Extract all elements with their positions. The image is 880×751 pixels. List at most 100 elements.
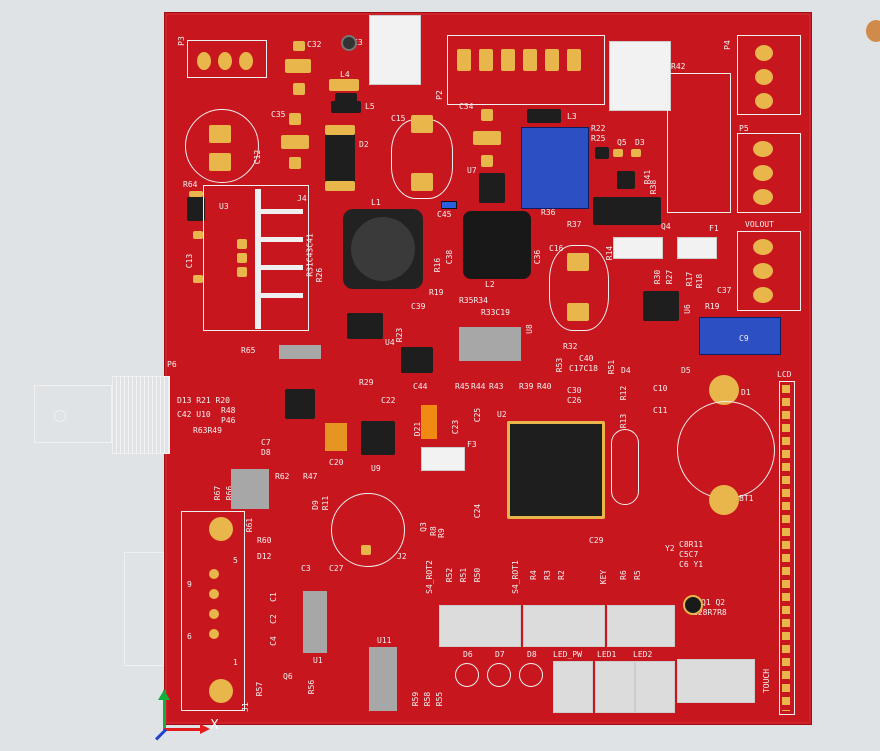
label-l5: L5 xyxy=(365,102,375,111)
diode-d2[interactable] xyxy=(325,131,355,185)
ic-u8[interactable] xyxy=(459,327,521,361)
ic-u6[interactable] xyxy=(643,291,679,321)
label-bt1: BT1 xyxy=(739,494,754,503)
bnc-body[interactable] xyxy=(34,385,112,443)
label-r37: R37 xyxy=(567,220,582,229)
capacitor-d21[interactable] xyxy=(421,405,437,439)
label-volout: VOLOUT xyxy=(745,220,774,229)
pcb-board[interactable]: P3 C32 C3 L4 L5 P2 R42 P4 C12 C35 D2 C15… xyxy=(164,12,812,725)
connector-volout[interactable] xyxy=(737,231,801,311)
label-q6: Q6 xyxy=(283,672,293,681)
label-r19: R19 xyxy=(429,288,444,297)
led-2[interactable] xyxy=(635,661,675,713)
label-u7: U7 xyxy=(467,166,477,175)
connector-lcd[interactable] xyxy=(779,381,795,715)
connector-j1[interactable] xyxy=(181,511,245,711)
led-d8[interactable] xyxy=(519,663,543,687)
label-r31c43c41: R31C43C41 xyxy=(305,233,315,277)
label-c42u10: C42 U10 xyxy=(177,410,211,419)
label-r47: R47 xyxy=(303,472,318,481)
label-j2: J2 xyxy=(397,552,407,561)
label-r4: R4 xyxy=(528,570,538,580)
switch-key[interactable] xyxy=(607,605,675,647)
fuse-f1[interactable] xyxy=(677,237,717,259)
ic-u4[interactable] xyxy=(347,313,383,339)
label-ledpw: LED_PW xyxy=(553,650,582,659)
touch-pad[interactable] xyxy=(677,659,755,703)
label-r39: R39 xyxy=(519,382,534,391)
connector-j4[interactable] xyxy=(203,185,309,331)
connector-c3[interactable] xyxy=(369,15,421,85)
ic-u5[interactable] xyxy=(285,389,315,419)
label-r67: R67 xyxy=(213,485,223,501)
potentiometer-c9[interactable] xyxy=(699,317,781,355)
label-d1: D1 xyxy=(741,388,751,397)
label-r61: R61 xyxy=(245,517,255,533)
label-c35: C35 xyxy=(271,110,286,119)
label-r36: R36 xyxy=(541,208,556,217)
potentiometer-r36[interactable] xyxy=(521,127,589,209)
capacitor-c20[interactable] xyxy=(325,423,347,451)
label-u4: U4 xyxy=(385,338,395,347)
connector-p3[interactable] xyxy=(187,40,267,78)
label-u2: U2 xyxy=(497,410,507,419)
label-d2: D2 xyxy=(359,140,369,149)
axis-x-label: X xyxy=(210,718,219,733)
label-n6: 6 xyxy=(187,632,192,641)
label-r18: R18 xyxy=(695,273,705,289)
label-d6: D6 xyxy=(463,650,473,659)
regulator-u9[interactable] xyxy=(361,421,395,455)
label-p4: P4 xyxy=(722,40,732,50)
ic-u1[interactable] xyxy=(303,591,327,653)
connector-r42[interactable] xyxy=(609,41,671,111)
led-pw[interactable] xyxy=(553,661,593,713)
label-c11: C11 xyxy=(653,406,668,415)
buzzer-j2[interactable] xyxy=(331,493,405,567)
label-c32: C32 xyxy=(307,40,322,49)
led-1[interactable] xyxy=(595,661,635,713)
battery-pad-d1 xyxy=(709,375,739,405)
label-s4rot2: S4_ROT2 xyxy=(424,560,434,594)
label-r35r34: R35R34 xyxy=(459,296,488,305)
label-q1q2: Q1 Q2 xyxy=(701,598,726,607)
label-r22: R22 xyxy=(591,124,606,133)
label-u8: U8 xyxy=(524,324,534,334)
inductor-l2[interactable] xyxy=(463,211,531,279)
label-c22: C22 xyxy=(381,396,396,405)
mcu-u2[interactable] xyxy=(507,421,605,519)
label-n9: 9 xyxy=(187,580,192,589)
switch-s4-rot1[interactable] xyxy=(523,605,605,647)
capacitor-c16[interactable] xyxy=(549,245,609,331)
label-r11: R11 xyxy=(321,495,331,511)
db9-shell[interactable] xyxy=(124,552,164,666)
connector-p2[interactable] xyxy=(447,35,605,105)
led-d6[interactable] xyxy=(455,663,479,687)
led-d7[interactable] xyxy=(487,663,511,687)
label-r50: R50 xyxy=(473,567,483,583)
label-d3: D3 xyxy=(635,138,645,147)
label-u1: U1 xyxy=(313,656,323,665)
fuse-f3[interactable] xyxy=(421,447,465,471)
connector-p5[interactable] xyxy=(737,133,801,213)
label-r19b: R19 xyxy=(705,302,720,311)
label-u9: U9 xyxy=(371,464,381,473)
label-s4rot1: S4_ROT1 xyxy=(510,560,520,594)
connector-p4[interactable] xyxy=(737,35,801,115)
ic-u7[interactable] xyxy=(479,173,505,203)
label-r30: R30 xyxy=(653,269,663,285)
label-r62: R62 xyxy=(275,472,290,481)
label-p2: P2 xyxy=(434,90,444,100)
switch-s4-rot2[interactable] xyxy=(439,605,521,647)
label-p6: P6 xyxy=(167,360,177,369)
label-r57: R57 xyxy=(255,681,265,697)
mosfet-q4[interactable] xyxy=(593,197,661,225)
label-q4: Q4 xyxy=(661,222,671,231)
label-c7: C7 xyxy=(261,438,271,447)
label-y2: Y2 xyxy=(665,544,675,553)
label-d5: D5 xyxy=(681,366,691,375)
ic-u11[interactable] xyxy=(369,647,397,711)
label-key: KEY xyxy=(599,569,609,585)
capacitor-c35[interactable] xyxy=(185,109,259,183)
label-r63r49: R63R49 xyxy=(193,426,222,435)
label-r16: R16 xyxy=(433,257,443,273)
